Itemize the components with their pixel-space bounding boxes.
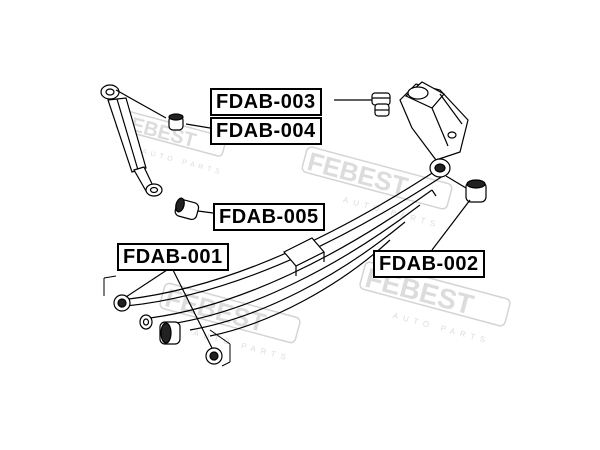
- label-fdab-005: FDAB-005: [213, 203, 325, 231]
- shock-body-seam: [116, 98, 139, 171]
- bushing-fdab-001: [113, 294, 223, 365]
- bushing-fdab-004: [168, 113, 184, 131]
- bushing-fdab-003: [371, 92, 391, 117]
- leaf-main-bottom: [125, 173, 447, 307]
- leader-fdab-002: [431, 199, 471, 251]
- leader-fdab-001-b: [171, 267, 213, 349]
- leader-shock-mount: [115, 89, 167, 119]
- leader-fdab-005: [197, 210, 214, 214]
- leaf-5: [209, 239, 391, 337]
- shock-upper-eye-hole: [105, 88, 115, 96]
- leaf-2: [149, 189, 433, 319]
- shock-absorber: [100, 84, 163, 197]
- leader-lines: [115, 89, 471, 349]
- center-clamp: [283, 237, 325, 267]
- watermark-brand-text: FEBEST: [304, 146, 411, 202]
- label-fdab-001: FDAB-001: [117, 243, 229, 271]
- watermark-tagline-text: AUTO PARTS: [342, 195, 441, 230]
- leader-fdab-001-a: [125, 267, 171, 298]
- label-fdab-004: FDAB-004: [210, 117, 322, 145]
- watermark-tagline-text: AUTO PARTS: [392, 311, 491, 346]
- spring-bracket: [399, 81, 469, 167]
- shock-lower-eye-hole: [149, 186, 159, 194]
- leaf-3: [169, 204, 421, 325]
- leaf-4: [189, 221, 406, 331]
- bushing-fdab-002: [429, 158, 487, 203]
- leaf-spring: [119, 167, 447, 337]
- label-fdab-002: FDAB-002: [373, 250, 485, 278]
- front-hanger: [103, 275, 231, 367]
- bushing-fdab-005: [174, 197, 200, 221]
- leaf-main-top: [119, 167, 441, 301]
- shock-body: [107, 97, 147, 173]
- watermark-tagline-text: AUTO PARTS: [141, 148, 224, 176]
- label-fdab-003: FDAB-003: [210, 88, 322, 116]
- leader-fdab-004: [185, 123, 211, 129]
